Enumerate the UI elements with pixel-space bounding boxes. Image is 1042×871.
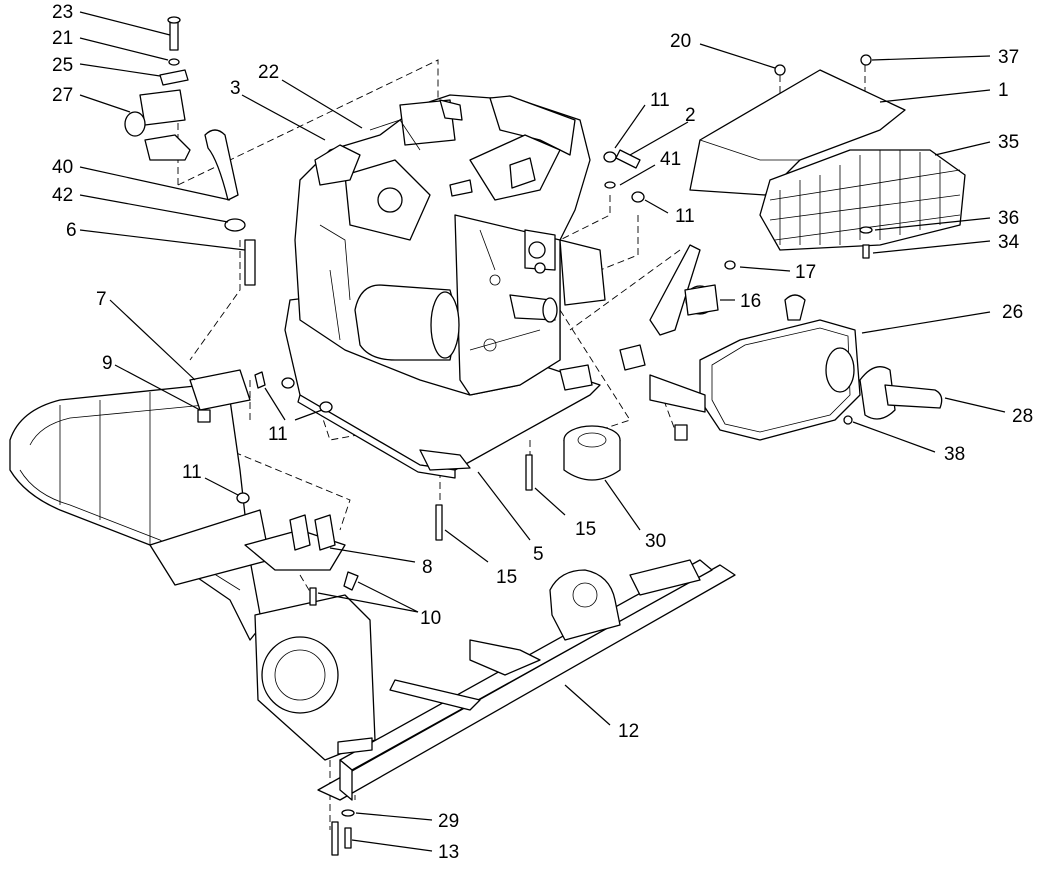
callout-22: 22 [258,62,279,83]
callout-17: 17 [795,262,816,283]
callout-23: 23 [52,2,73,23]
callout-11-d: 11 [675,206,695,227]
callout-1: 1 [998,80,1009,101]
callout-13: 13 [438,842,459,863]
breather-assembly-27 [124,16,246,232]
callout-30: 30 [645,531,666,552]
leader-lines [79,11,1006,852]
callout-16: 16 [740,291,761,312]
callout-20: 20 [670,31,691,52]
callout-25: 25 [52,55,73,76]
callout-28: 28 [1012,406,1033,427]
callout-12: 12 [618,721,639,742]
callout-2: 2 [685,105,696,126]
callout-6: 6 [66,220,77,241]
callout-11-b: 11 [182,462,202,483]
callout-11-a: 11 [268,424,288,445]
muffler-bracket [649,244,736,336]
callout-21: 21 [52,28,73,49]
callout-35: 35 [998,132,1019,153]
callout-9: 9 [102,353,113,374]
callout-labels: 23 21 25 27 40 42 6 7 9 11 11 8 10 22 3 … [52,2,1033,863]
callout-27: 27 [52,85,73,106]
callout-41: 41 [660,149,681,170]
callout-26: 26 [1002,302,1023,323]
frame-chassis [9,384,736,801]
hardware-fasteners [197,149,688,856]
callout-37: 37 [998,47,1019,68]
mount-brackets [189,369,346,571]
callout-11-c: 11 [650,90,670,111]
callout-29: 29 [438,811,459,832]
heat-shield-and-guard [689,54,966,259]
callout-42: 42 [52,185,73,206]
callout-34: 34 [998,232,1020,253]
callout-5: 5 [533,544,544,565]
callout-10: 10 [420,608,441,629]
callout-15-b: 15 [496,567,517,588]
oil-filter [563,425,621,481]
callout-3: 3 [230,78,241,99]
callout-36: 36 [998,208,1019,229]
muffler [619,294,943,441]
callout-38: 38 [944,444,965,465]
callout-40: 40 [52,157,73,178]
callout-8: 8 [422,557,433,578]
callout-7: 7 [96,289,107,310]
callout-15-a: 15 [575,519,596,540]
engine-block [294,94,606,396]
